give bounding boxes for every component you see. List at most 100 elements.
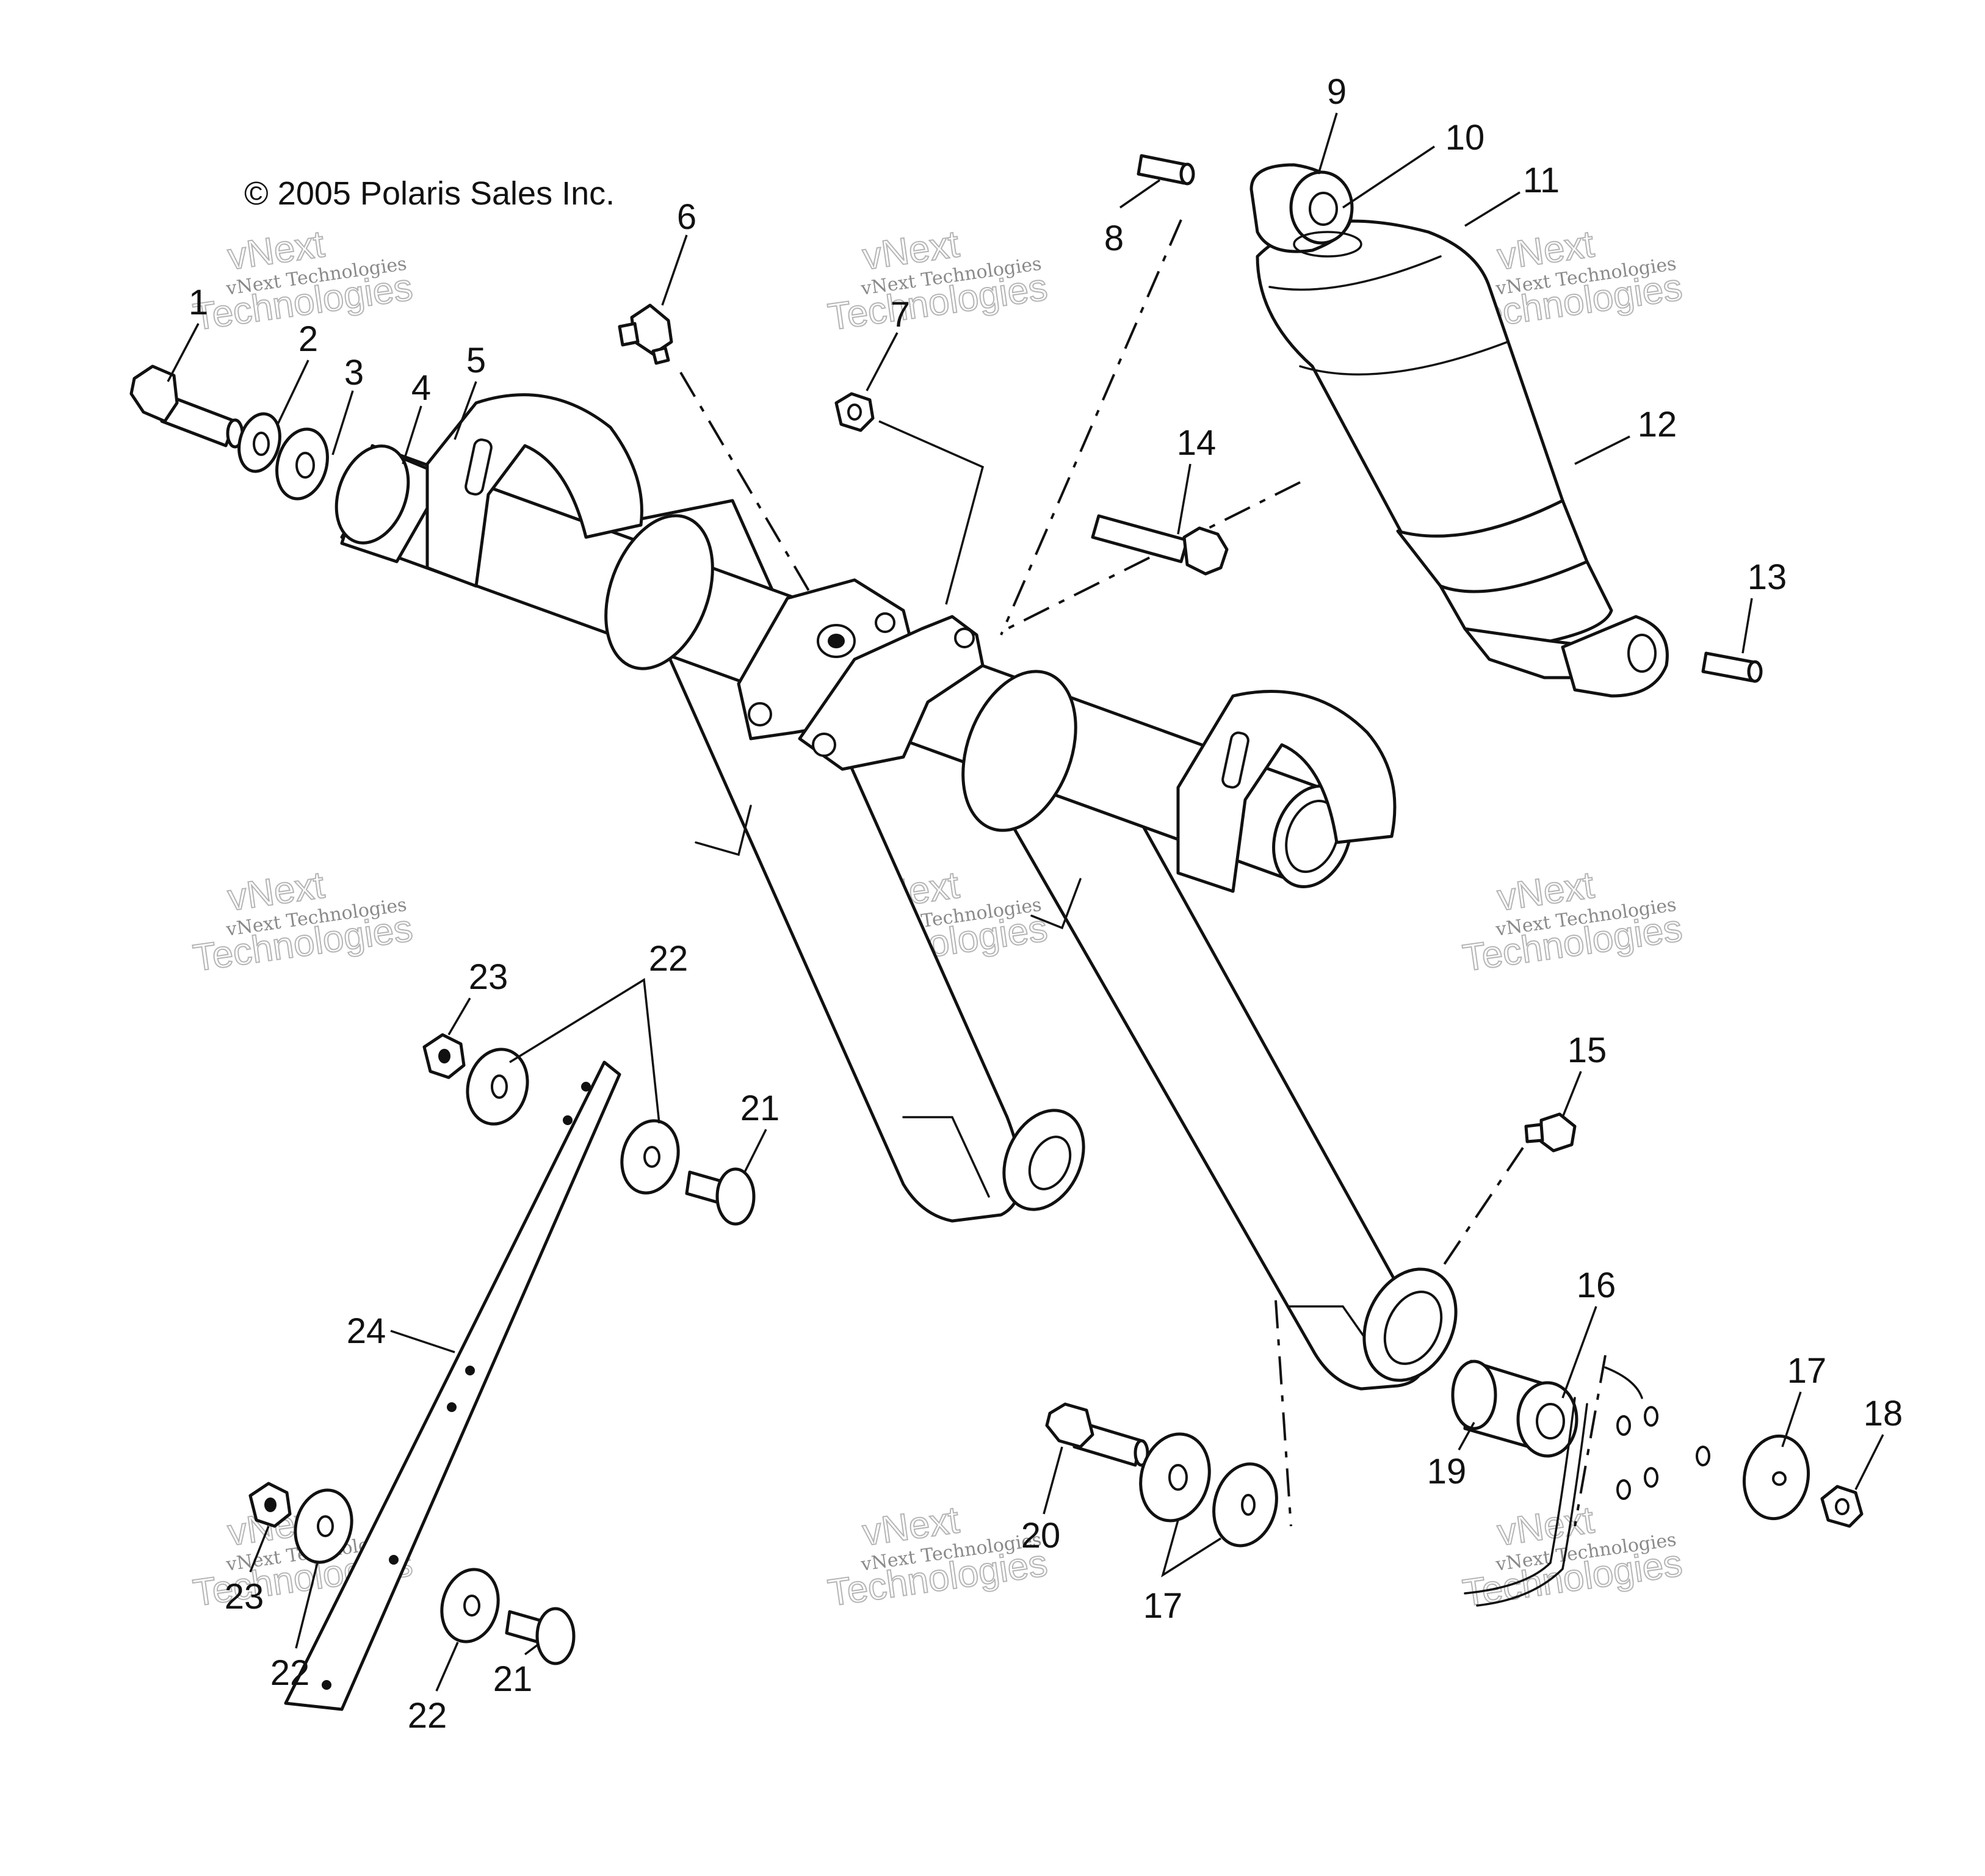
center-mount-left-hole-2 xyxy=(875,612,895,633)
side-plate-edge-top xyxy=(1604,1366,1643,1399)
leader-3 xyxy=(331,390,354,455)
part-3-washer xyxy=(275,427,329,501)
grease-fitting-15-nipple xyxy=(1524,1123,1544,1143)
leader-17-pair xyxy=(1161,1519,1221,1577)
callout-12: 12 xyxy=(1638,405,1677,444)
callout-14: 14 xyxy=(1177,423,1217,463)
callout-10: 10 xyxy=(1445,118,1485,158)
leader-20 xyxy=(1043,1446,1063,1515)
callout-numbers: 1 2 3 4 5 6 7 8 9 10 11 12 13 14 15 16 1… xyxy=(189,72,1903,1736)
grease-fitting-15-hex xyxy=(1539,1112,1577,1153)
strap-hole-3 xyxy=(465,1366,475,1375)
part-14-bolt xyxy=(1091,514,1229,576)
callout-22-top: 22 xyxy=(649,939,689,979)
assembly-line-shock-top xyxy=(1000,219,1182,636)
bolt-1-head xyxy=(129,364,179,423)
part-20-bolt xyxy=(1045,1402,1149,1467)
leader-4 xyxy=(402,405,422,465)
leader-24 xyxy=(390,1330,455,1353)
center-mount-right-hole-2 xyxy=(954,628,975,648)
part-8-pin xyxy=(1137,154,1195,186)
nut-18-hole xyxy=(1835,1498,1849,1515)
part-23-nut-bottom xyxy=(248,1482,292,1528)
left-arm-end-bore xyxy=(1028,1135,1072,1190)
assembly-lines xyxy=(679,219,1607,1527)
leader-lines xyxy=(167,112,1884,1692)
left-arm-edge xyxy=(695,805,752,857)
callout-3: 3 xyxy=(344,353,364,393)
leader-10 xyxy=(1342,145,1435,209)
bolt-14-head xyxy=(1182,526,1229,576)
watermark-bottom-right: vNext Technologies vNext Technologies xyxy=(1459,1498,1685,1615)
plate-hole-1 xyxy=(1616,1415,1631,1436)
nut-7-leader-to-mount xyxy=(878,420,985,605)
callout-9: 9 xyxy=(1327,72,1347,112)
callout-17-pair: 17 xyxy=(1143,1586,1183,1626)
plate-hole-5 xyxy=(1696,1446,1710,1466)
callout-8: 8 xyxy=(1104,219,1124,258)
shock-body-seam-2 xyxy=(1299,341,1509,376)
washer-17-a-hole xyxy=(1168,1464,1188,1491)
callout-18: 18 xyxy=(1864,1394,1903,1433)
callout-17-right: 17 xyxy=(1787,1351,1827,1391)
watermark-mid-left: vNext Technologies vNext Technologies xyxy=(190,863,416,980)
right-arm-edge xyxy=(1030,878,1082,930)
left-arm-end-plate xyxy=(902,1116,990,1198)
watermark-top-left: vNext Technologies vNext Technologies xyxy=(190,222,416,339)
rivet-21-top-head xyxy=(715,1167,756,1226)
callout-16: 16 xyxy=(1577,1266,1616,1305)
callout-24: 24 xyxy=(347,1311,386,1351)
strap-24 xyxy=(284,1060,621,1711)
leader-14 xyxy=(1177,463,1191,535)
left-arm-collar xyxy=(604,514,714,670)
copyright-notice: © 2005 Polaris Sales Inc. xyxy=(244,175,615,212)
leader-1 xyxy=(167,323,200,382)
leader-23-bottom xyxy=(249,1526,270,1573)
part-21-rivet-top xyxy=(685,1167,756,1226)
leader-7 xyxy=(866,332,898,391)
strap-hole-4 xyxy=(447,1402,457,1412)
assembly-line-bolt-20 xyxy=(1275,1300,1292,1527)
pin-13 xyxy=(1701,651,1757,683)
part-21-rivet-bottom xyxy=(505,1607,576,1665)
shock-top-bore xyxy=(1309,192,1338,226)
center-mount-right-hole xyxy=(812,733,836,757)
leader-12 xyxy=(1574,435,1630,465)
callout-11: 11 xyxy=(1523,161,1560,200)
center-mount-right xyxy=(798,615,985,771)
washer-17-right-hole xyxy=(1772,1471,1787,1486)
nut-23-top-center xyxy=(438,1049,450,1063)
callout-6: 6 xyxy=(677,197,696,237)
leader-21-top xyxy=(743,1129,767,1173)
cross-tube-right-bore xyxy=(1285,799,1340,874)
strap-hole-1 xyxy=(581,1082,591,1092)
washer-22-bottom-left-hole xyxy=(317,1515,334,1537)
callout-13: 13 xyxy=(1748,557,1787,597)
callout-23-bottom: 23 xyxy=(225,1577,264,1617)
watermark-mid-right: vNext Technologies vNext Technologies xyxy=(1459,863,1685,980)
leader-22-bottom-left xyxy=(295,1562,319,1649)
callout-20: 20 xyxy=(1021,1516,1061,1555)
bushing-16-near-face xyxy=(1451,1360,1497,1430)
right-arm-end-bore xyxy=(1383,1291,1443,1365)
part-13-pin xyxy=(1701,651,1763,683)
nut-7-hole xyxy=(847,404,862,421)
bolt-14-shank xyxy=(1091,514,1189,563)
leader-21-bottom xyxy=(524,1644,538,1656)
leader-17-right xyxy=(1781,1391,1802,1447)
leader-2 xyxy=(277,360,309,425)
callout-1: 1 xyxy=(189,283,208,322)
washer-3-hole xyxy=(295,452,315,479)
washer-22-top-left-hole xyxy=(491,1074,508,1099)
callout-4: 4 xyxy=(411,368,431,408)
leader-23-top xyxy=(447,998,471,1035)
callout-19: 19 xyxy=(1427,1452,1467,1491)
callout-21-bottom: 21 xyxy=(493,1659,533,1699)
assembly-line-fitting-15 xyxy=(1439,1146,1524,1271)
leader-5 xyxy=(454,381,477,440)
callout-15: 15 xyxy=(1567,1030,1607,1070)
grease-fitting-port-center xyxy=(828,634,845,648)
part-16-bushing xyxy=(1451,1360,1578,1458)
watermark-top-center: vNext Technologies vNext Technologies xyxy=(825,222,1050,339)
strap-hole-2 xyxy=(563,1115,573,1125)
